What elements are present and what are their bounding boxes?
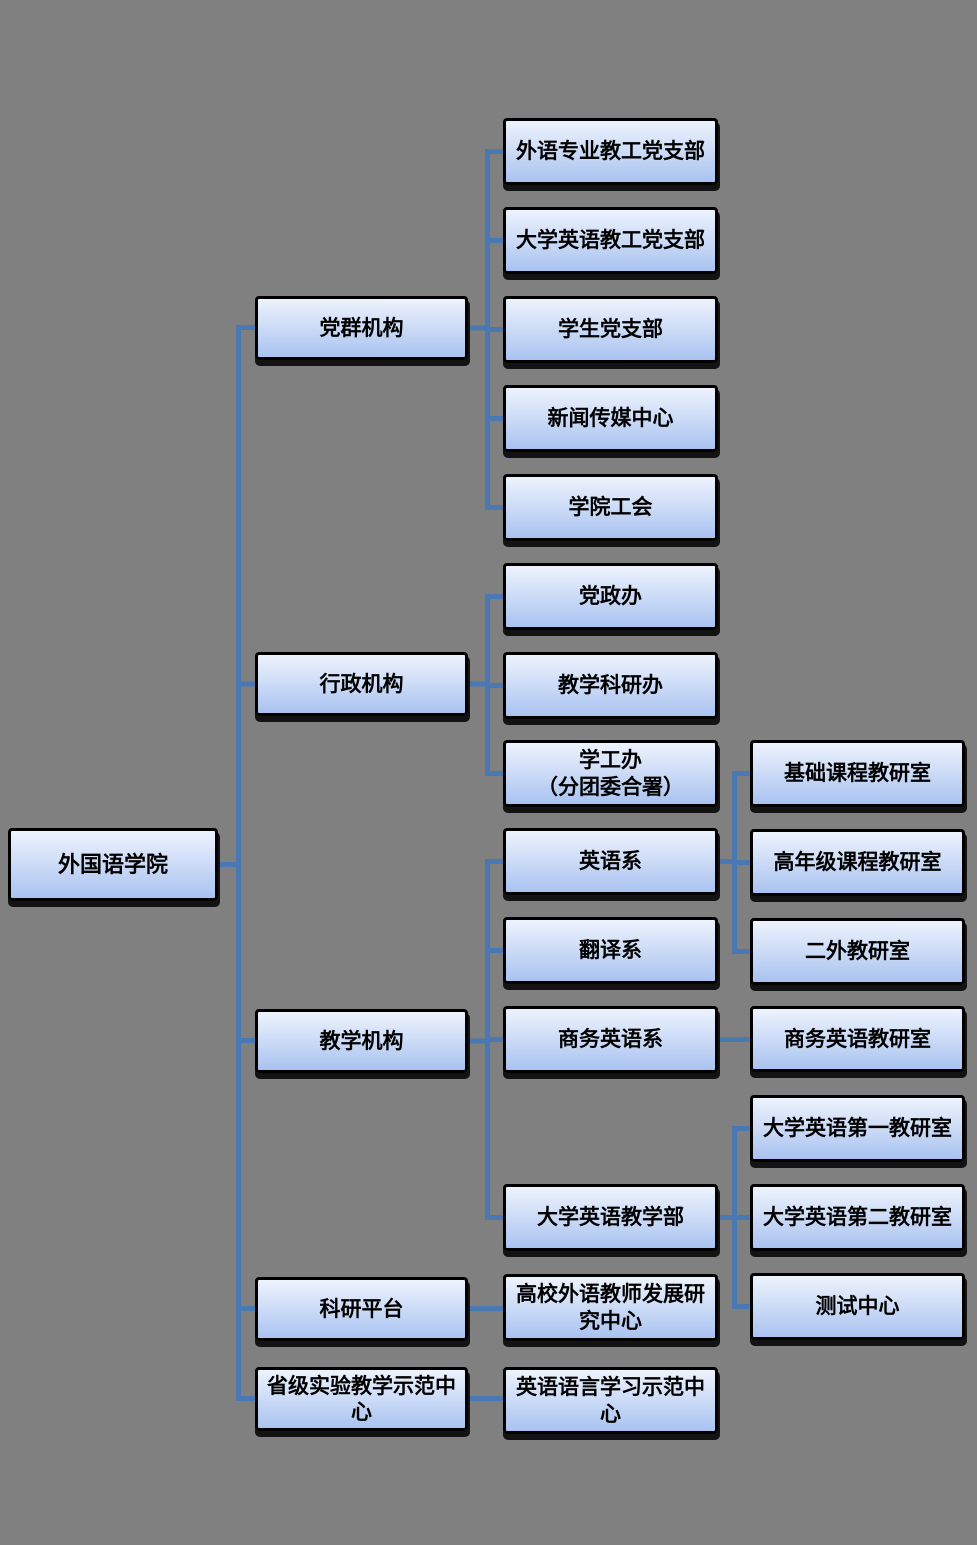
node-english-dept: 英语系 xyxy=(503,828,718,895)
node-fl-teacher-dev-center: 高校外语教师发展研 究中心 xyxy=(503,1274,718,1341)
connector-english-dept-branch xyxy=(718,771,750,954)
node-college-english-section1: 大学英语第一教研室 xyxy=(750,1095,965,1162)
node-college-english-section2: 大学英语第二教研室 xyxy=(750,1184,965,1251)
node-teaching-research-office: 教学科研办 xyxy=(503,652,718,719)
node-college-english-dept: 大学英语教学部 xyxy=(503,1184,718,1251)
node-college-union: 学院工会 xyxy=(503,474,718,541)
node-senior-courses-section: 高年级课程教研室 xyxy=(750,829,965,896)
connector-root-trunk xyxy=(218,325,255,1401)
node-student-party-branch: 学生党支部 xyxy=(503,296,718,363)
connector-teaching-branch xyxy=(468,859,503,1220)
node-research-platform: 科研平台 xyxy=(255,1277,468,1341)
node-basic-courses-section: 基础课程教研室 xyxy=(750,740,965,807)
connector-college-english-branch xyxy=(718,1126,750,1309)
node-fl-faculty-party-branch: 外语专业教工党支部 xyxy=(503,118,718,185)
node-english-learning-demo-center: 英语语言学习示范中 心 xyxy=(503,1367,718,1434)
node-root: 外国语学院 xyxy=(8,828,218,901)
node-business-english-section: 商务英语教研室 xyxy=(750,1006,965,1072)
node-student-affairs-office: 学工办 （分团委合署） xyxy=(503,740,718,807)
node-second-fl-section: 二外教研室 xyxy=(750,918,965,985)
connector-admin-branch xyxy=(468,594,503,776)
connector-party-branch xyxy=(468,149,503,510)
node-translation-dept: 翻译系 xyxy=(503,917,718,984)
node-business-english-dept: 商务英语系 xyxy=(503,1006,718,1073)
node-party-admin-office: 党政办 xyxy=(503,563,718,630)
node-provincial-demo-center: 省级实验教学示范中 心 xyxy=(255,1367,468,1431)
node-teaching-orgs: 教学机构 xyxy=(255,1009,468,1073)
node-college-english-faculty-party-branch: 大学英语教工党支部 xyxy=(503,207,718,274)
node-testing-center: 测试中心 xyxy=(750,1273,965,1340)
node-party-mass-orgs: 党群机构 xyxy=(255,296,468,360)
node-admin-orgs: 行政机构 xyxy=(255,652,468,716)
node-news-media-center: 新闻传媒中心 xyxy=(503,385,718,452)
